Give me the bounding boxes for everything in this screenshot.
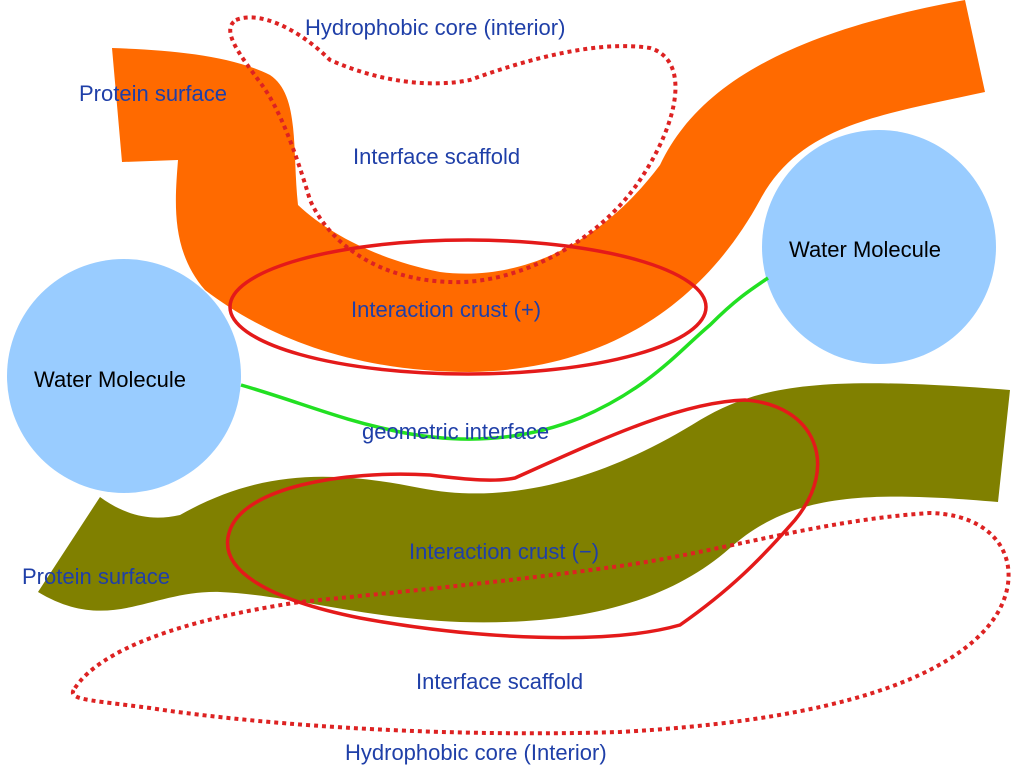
upper-core-label: Hydrophobic core (interior): [305, 15, 565, 40]
upper-surface-label: Protein surface: [79, 81, 227, 106]
upper-crust-outline: [228, 238, 708, 376]
lower-crust-label: Interaction crust (−): [409, 539, 599, 564]
lower-scaffold-label: Interface scaffold: [416, 669, 583, 694]
lower-core-outline: [71, 510, 1011, 736]
lower-protein-band: [38, 383, 1010, 623]
water-left-label: Water Molecule: [34, 367, 186, 392]
upper-core-outline: [228, 15, 678, 285]
water-molecule-left: [7, 259, 241, 493]
lower-crust-outline: [225, 398, 820, 640]
lower-surface-label: Protein surface: [22, 564, 170, 589]
geometric-interface-line: [240, 276, 769, 441]
upper-protein-band: [112, 0, 985, 372]
upper-crust-label: Interaction crust (+): [351, 297, 541, 322]
water-right-label: Water Molecule: [789, 237, 941, 262]
upper-scaffold-label: Interface scaffold: [353, 144, 520, 169]
water-molecule-right: [762, 130, 996, 364]
geometric-interface-label: geometric interface: [362, 419, 549, 444]
lower-core-label: Hydrophobic core (Interior): [345, 740, 607, 765]
